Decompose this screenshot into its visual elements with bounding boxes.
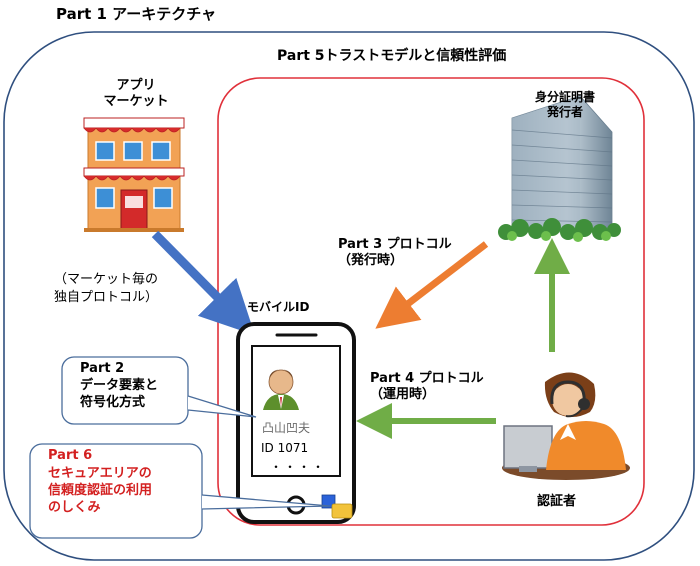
user-avatar-icon	[263, 369, 299, 410]
part2-callout-title: Part 2	[80, 361, 125, 376]
market-install-arrow	[151, 230, 255, 336]
issuer-label: 身分証明書 発行者	[534, 90, 595, 119]
part4-protocol-label: Part 4 プロトコル （運用時）	[370, 371, 484, 403]
mobile-id-label: モバイルID	[247, 300, 310, 314]
verifier-operator-icon	[502, 372, 630, 480]
part6-callout-shape	[29, 443, 331, 539]
part6-callout-text: セキュアエリアの 信頼度認証の利用 のしくみ	[48, 466, 153, 515]
part3-protocol-label: Part 3 プロトコル （発行時）	[338, 237, 452, 269]
part6-callout-title: Part 6	[48, 448, 93, 463]
secure-area-chip-icon	[321, 494, 353, 519]
verifier-label: 認証者	[537, 494, 577, 509]
app-market-store-icon	[83, 117, 185, 232]
part2-callout-text: データ要素と 符号化方式	[80, 378, 159, 410]
part2-callout-shape	[61, 356, 257, 425]
app-market-label: アプリ マーケット	[103, 78, 169, 110]
issuer-building-icon	[498, 95, 621, 242]
part5-title: Part 5トラストモデルと信頼性評価	[277, 48, 507, 64]
phone-user-dots: ・・・・	[270, 460, 327, 474]
issuance-protocol-arrow	[375, 241, 489, 329]
part1-title: Part 1 アーキテクチャ	[56, 5, 217, 23]
phone-user-id: ID 1071	[261, 441, 309, 455]
mobile-phone	[236, 322, 356, 524]
market-protocol-label: （マーケット毎の 独自プロトコル）	[54, 272, 159, 305]
part1-frame	[3, 31, 695, 561]
phone-user-name: 凸山凹夫	[262, 421, 311, 435]
